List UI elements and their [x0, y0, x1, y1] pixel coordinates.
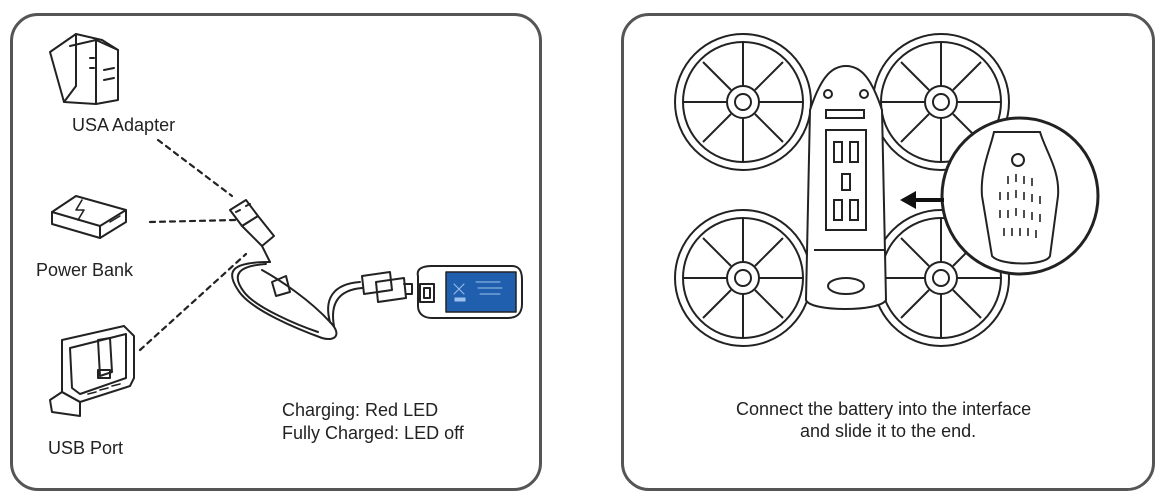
propeller-rear-left	[674, 209, 812, 347]
usb-port-icon	[49, 325, 135, 417]
instruction-line-2: and slide it to the end.	[800, 421, 977, 441]
wall-adapter-icon	[49, 33, 119, 105]
battery-zoom-icon	[940, 116, 1100, 276]
instruction-line-1: Connect the battery into the interface	[736, 399, 1032, 419]
battery-label-text	[453, 281, 503, 302]
connection-lines	[138, 138, 248, 352]
usb-cable-icon	[229, 199, 413, 340]
battery-label	[445, 271, 517, 313]
propeller-front-left	[674, 33, 812, 171]
drone-icon	[674, 33, 1010, 347]
charging-options-panel	[10, 13, 542, 491]
usb-port-label: USB Port	[48, 438, 124, 458]
arrow-left-icon	[900, 191, 944, 209]
battery-icon	[416, 265, 523, 319]
power-bank-label: Power Bank	[36, 260, 134, 280]
charging-status: Charging: Red LED	[282, 400, 439, 420]
adapter-label: USA Adapter	[72, 115, 176, 135]
charged-status: Fully Charged: LED off	[282, 423, 464, 443]
power-bank-icon	[51, 195, 127, 239]
